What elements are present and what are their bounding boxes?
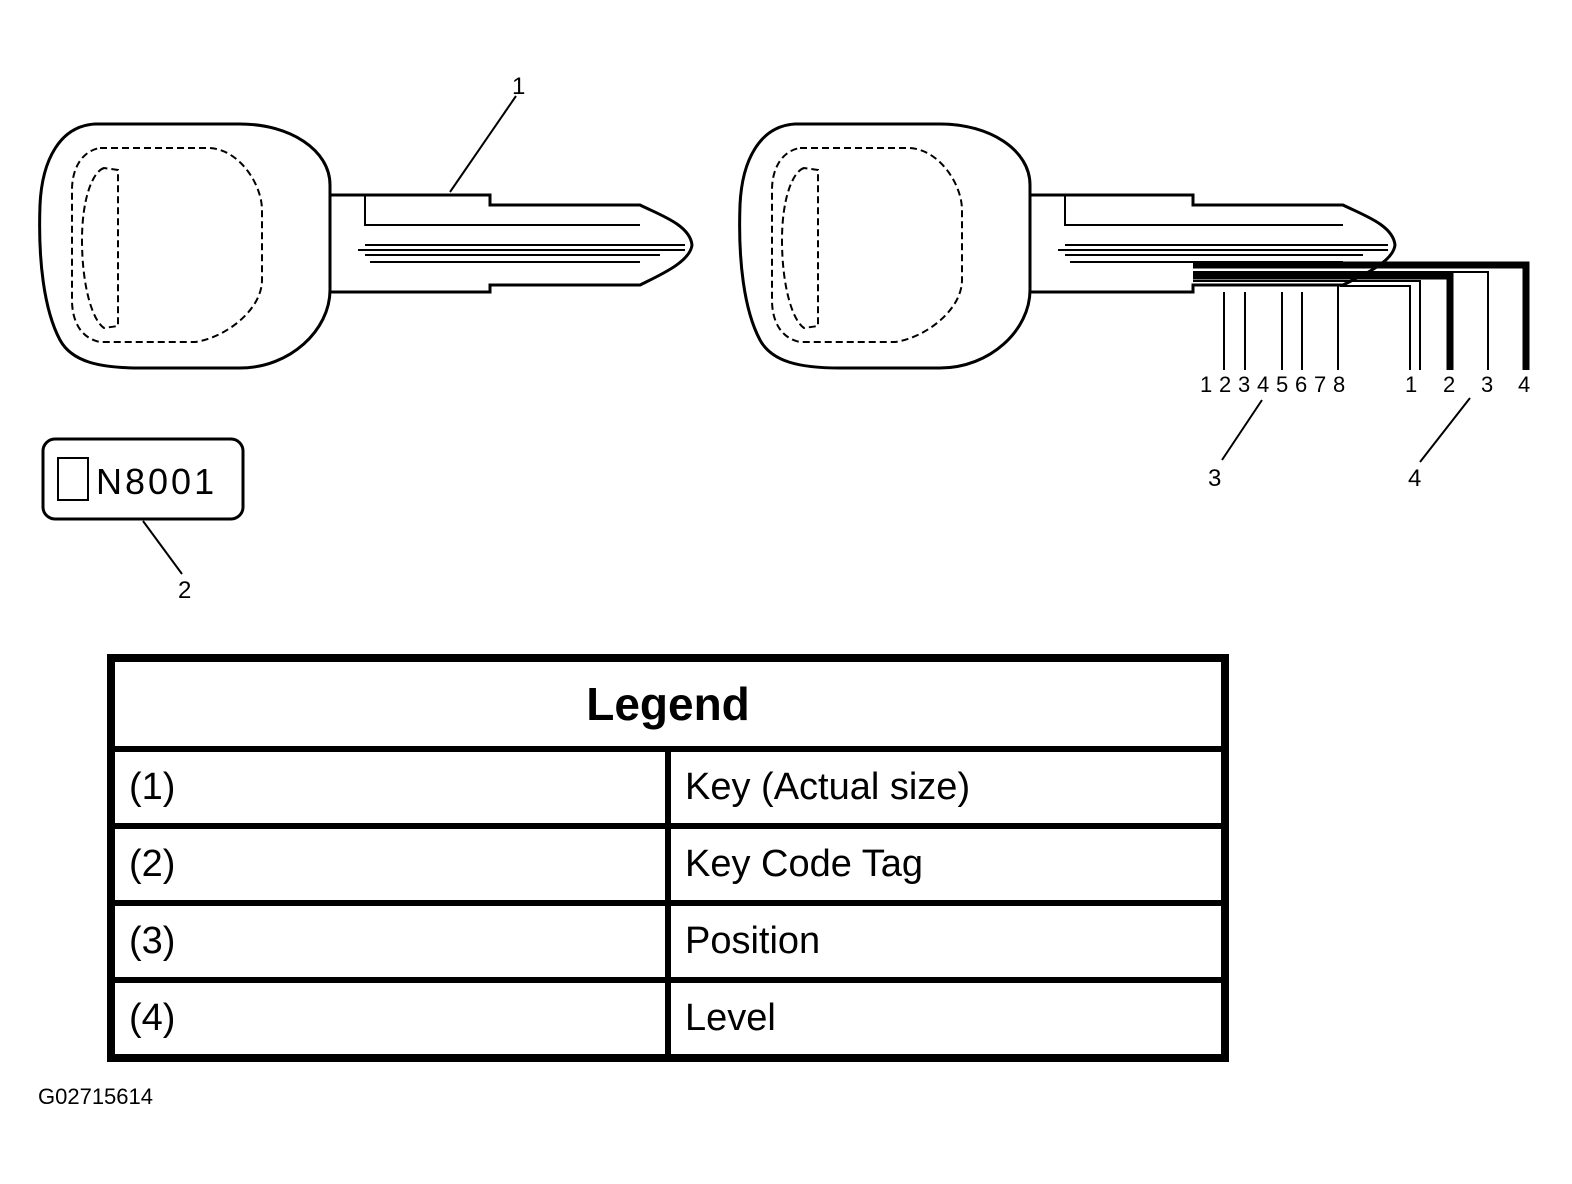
legend-title: Legend xyxy=(108,655,1228,752)
legend-header-row: Legend xyxy=(108,655,1228,752)
legend-row-description: Key (Actual size) xyxy=(665,746,1228,829)
position-mark: 6 xyxy=(1295,372,1307,397)
legend-table: Legend (1) Key (Actual size) (2) Key Cod… xyxy=(107,654,1229,1062)
tag-blank-box-icon xyxy=(57,457,89,501)
legend-row: (3) Position xyxy=(108,899,1228,983)
position-mark: 3 xyxy=(1238,372,1250,397)
position-mark: 5 xyxy=(1276,372,1288,397)
legend-row-number: (2) xyxy=(108,822,671,906)
callout-tag: 2 xyxy=(178,577,191,604)
position-mark: 4 xyxy=(1257,372,1269,397)
callout-key: 1 xyxy=(512,73,525,100)
legend-row: (1) Key (Actual size) xyxy=(108,746,1228,829)
position-mark: 1 xyxy=(1200,372,1212,397)
key-left xyxy=(38,95,694,370)
level-mark: 4 xyxy=(1518,372,1530,397)
position-mark: 2 xyxy=(1219,372,1231,397)
callout-position: 3 xyxy=(1208,465,1221,492)
key-right xyxy=(738,122,1530,463)
position-mark: 7 xyxy=(1314,372,1326,397)
key-code-tag: N8001 xyxy=(41,437,245,575)
position-mark: 8 xyxy=(1333,372,1345,397)
figure-id: G02715614 xyxy=(38,1084,153,1109)
level-scale: 1 2 3 4 xyxy=(1405,372,1530,397)
legend-row-number: (3) xyxy=(108,899,671,983)
legend-row-description: Key Code Tag xyxy=(665,822,1228,906)
callout-level: 4 xyxy=(1408,465,1421,492)
level-mark: 2 xyxy=(1443,372,1455,397)
level-mark: 1 xyxy=(1405,372,1417,397)
legend-row-number: (1) xyxy=(108,746,671,829)
legend-row: (2) Key Code Tag xyxy=(108,822,1228,906)
legend-row-description: Position xyxy=(665,899,1228,983)
key-diagram: 1 N8001 2 1 2 3 xyxy=(38,73,1530,604)
legend-row-description: Level xyxy=(665,976,1228,1062)
level-mark: 3 xyxy=(1481,372,1493,397)
legend-row-number: (4) xyxy=(108,976,671,1062)
legend-row: (4) Level xyxy=(108,976,1228,1062)
position-scale: 1 2 3 4 5 6 7 8 xyxy=(1200,372,1345,397)
key-code-tag-text: N8001 xyxy=(96,461,217,502)
